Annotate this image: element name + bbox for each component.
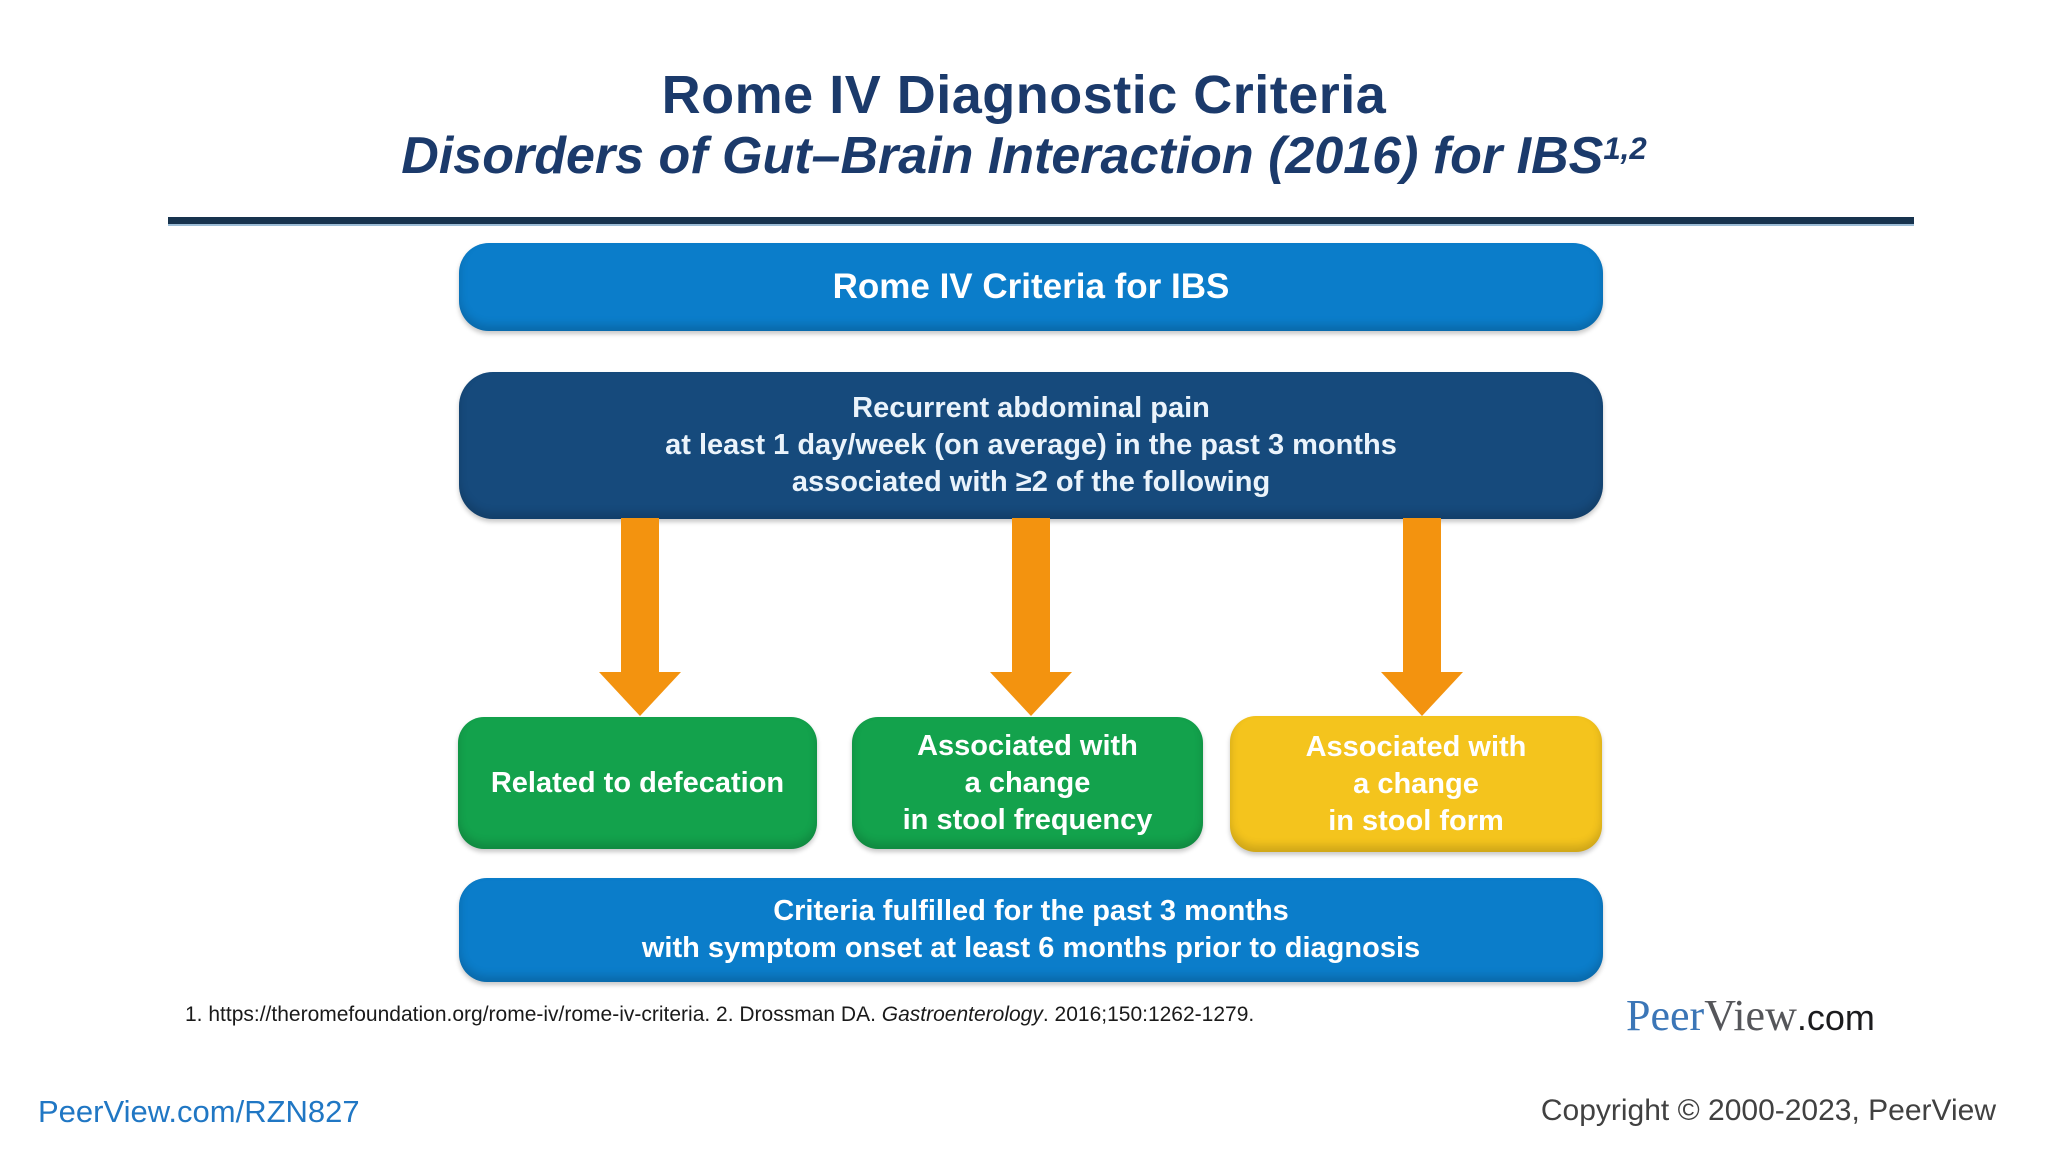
page-subtitle: Disorders of Gut–Brain Interaction (2016… [0, 126, 2048, 186]
footnote-references: 1. https://theromefoundation.org/rome-iv… [185, 1003, 1254, 1027]
branch-line: in stool form [1328, 804, 1504, 837]
branch-line: Associated with [917, 729, 1138, 762]
branch-line: in stool frequency [902, 803, 1153, 836]
logo-com-text: .com [1796, 997, 1875, 1038]
down-arrow-stool-form [1381, 518, 1463, 716]
title-divider [168, 217, 1914, 224]
footnote-part1: 1. https://theromefoundation.org/rome-iv… [185, 1003, 882, 1026]
arrow-stem [1012, 518, 1050, 672]
arrow-stem [621, 518, 659, 672]
abdominal-pain-criteria-box: Recurrent abdominal pain at least 1 day/… [459, 372, 1603, 519]
footnote-journal-italic: Gastroenterology [881, 1003, 1043, 1026]
branch-line: a change [1353, 767, 1479, 800]
branch-box-stool-frequency: Associated with a change in stool freque… [852, 717, 1203, 849]
arrow-head-icon [599, 672, 681, 716]
program-url: PeerView.com/RZN827 [38, 1094, 360, 1129]
header-box-label: Rome IV Criteria for IBS [832, 267, 1230, 306]
peerview-logo: Peer View .com [1626, 990, 1875, 1041]
copyright-text: Copyright © 2000-2023, PeerView [1540, 1094, 1996, 1127]
footer-box-line: with symptom onset at least 6 months pri… [641, 932, 1421, 964]
branch-box-defecation: Related to defecation [458, 717, 817, 849]
logo-view-text: View [1704, 991, 1797, 1040]
subtitle-superscript: 1,2 [1603, 131, 1647, 166]
subtitle-text: Disorders of Gut–Brain Interaction (2016… [401, 127, 1604, 185]
arrow-head-icon [1381, 672, 1463, 716]
duration-criteria-box: Criteria fulfilled for the past 3 months… [459, 878, 1603, 982]
page-title: Rome IV Diagnostic Criteria [661, 65, 1387, 125]
logo-peer-text: Peer [1626, 991, 1705, 1040]
footer-box-line: Criteria fulfilled for the past 3 months [773, 895, 1289, 927]
arrow-head-icon [990, 672, 1072, 716]
criteria-line: Recurrent abdominal pain [852, 392, 1210, 424]
branch-box-stool-form: Associated with a change in stool form [1230, 716, 1602, 852]
footnote-part2: . 2016;150:1262-1279. [1042, 1003, 1255, 1026]
criteria-line: at least 1 day/week (on average) in the … [665, 429, 1397, 461]
branch-line: Associated with [1305, 730, 1527, 763]
down-arrow-defecation [599, 518, 681, 716]
criteria-line: associated with ≥2 of the following [791, 466, 1271, 498]
branch-line: Related to defecation [490, 766, 785, 799]
rome-criteria-header-box: Rome IV Criteria for IBS [459, 243, 1603, 331]
branch-line: a change [964, 766, 1091, 799]
down-arrow-stool-frequency [990, 518, 1072, 716]
arrow-stem [1403, 518, 1441, 672]
